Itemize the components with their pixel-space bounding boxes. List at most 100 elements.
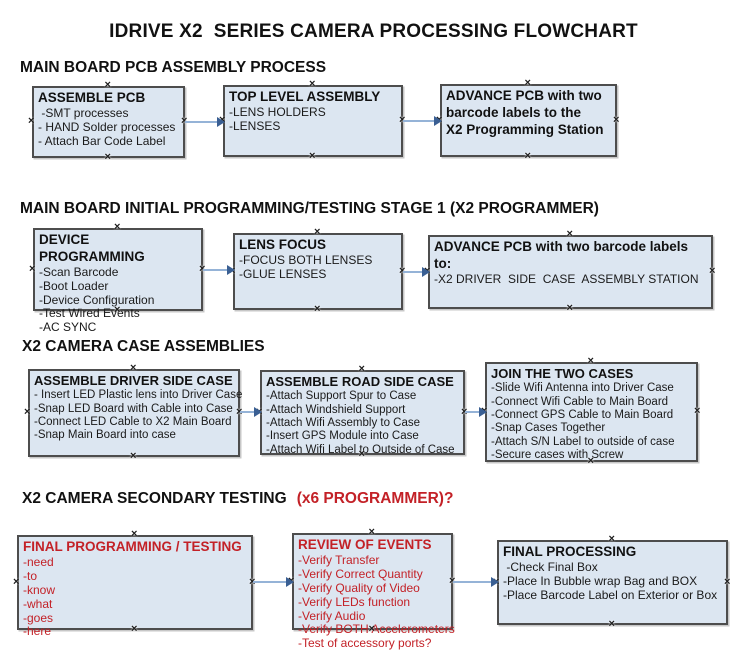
flow-arrow xyxy=(403,267,430,277)
flow-box-item: -LENS HOLDERS xyxy=(229,104,326,119)
flow-box-item: -Verify Transfer xyxy=(298,552,380,567)
flow-box-item: -SMT processes xyxy=(38,105,129,120)
flow-box-advance-pcb-driver-side-station: ADVANCE PCB with two barcode labels to: … xyxy=(424,228,715,314)
flow-box-item: -need xyxy=(23,554,54,569)
flow-box-title: DEVICE PROGRAMMING xyxy=(39,232,145,264)
flow-box-item: -LENSES xyxy=(229,118,281,133)
flow-box-assemble-pcb: ASSEMBLE PCB -SMT processes- HAND Solder… xyxy=(28,79,187,163)
flow-box-item: -Slide Wifi Antenna into Driver Case xyxy=(491,382,674,395)
section-heading-pcb-assembly: MAIN BOARD PCB ASSEMBLY PROCESS xyxy=(20,59,327,76)
flow-arrow xyxy=(465,407,487,417)
flow-box-item: -know xyxy=(23,582,56,597)
arrowhead-icon xyxy=(286,577,294,587)
arrowhead-icon xyxy=(479,407,487,417)
flow-arrow xyxy=(253,577,294,587)
flow-box-items: -Slide Wifi Antenna into Driver Case-Con… xyxy=(491,382,691,462)
flow-box-item: -Attach Support Spur to Case xyxy=(266,390,417,403)
flow-box-final-processing: FINAL PROCESSING -Check Final Box-Place … xyxy=(493,533,730,630)
flow-box-item: -Place In Bubble wrap Bag and BOX xyxy=(503,573,698,588)
flow-box-items: -need-to-know-what-goes-here xyxy=(23,554,246,639)
flow-box-item: -Attach Windshield Support xyxy=(266,403,406,416)
flow-box-top-level-assembly: TOP LEVEL ASSEMBLY -LENS HOLDERS-LENSES xyxy=(219,78,405,162)
flow-box-item: -goes xyxy=(23,610,54,625)
flow-box-item: -Verify LEDs function xyxy=(298,594,411,609)
flow-box-item: -Verify Audio xyxy=(298,608,366,623)
arrowhead-icon xyxy=(217,117,225,127)
flow-box-title: ADVANCE PCB with two barcode labels to: xyxy=(434,239,689,271)
flow-arrow xyxy=(403,116,442,126)
flow-arrow xyxy=(185,117,225,127)
flow-box-title: REVIEW OF EVENTS xyxy=(298,537,432,552)
flow-box-title: JOIN THE TWO CASES xyxy=(491,366,634,381)
flow-box-title: ASSEMBLE PCB xyxy=(38,90,146,105)
flow-box-assemble-driver-side-case: ASSEMBLE DRIVER SIDE CASE - Insert LED P… xyxy=(24,362,243,462)
flow-box-item: - HAND Solder processes xyxy=(38,119,176,134)
flow-box-item: -Snap LED Board with Cable into Case xyxy=(34,402,233,415)
flow-box-title: FINAL PROCESSING xyxy=(503,544,637,559)
flow-box-item: -Test Wired Events xyxy=(39,306,140,321)
arrowhead-icon xyxy=(254,407,262,417)
flow-box-items: -FOCUS BOTH LENSES-GLUE LENSES xyxy=(239,253,396,282)
flow-box-item: -to xyxy=(23,568,38,583)
flow-box-item: -X2 DRIVER SIDE CASE ASSEMBLY STATION xyxy=(434,271,699,286)
flow-box-item: -here xyxy=(23,624,52,639)
flow-box-item: -what xyxy=(23,596,53,611)
flow-box-items: - Insert LED Plastic lens into Driver Ca… xyxy=(34,389,243,442)
flow-box-title: TOP LEVEL ASSEMBLY xyxy=(229,89,381,104)
flow-box-item: -Insert GPS Module into Case xyxy=(266,430,419,443)
flow-box-item: -Connect GPS Cable to Main Board xyxy=(491,408,674,421)
flow-box-assemble-road-side-case: ASSEMBLE ROAD SIDE CASE -Attach Support … xyxy=(256,363,467,460)
flow-box-item: -Check Final Box xyxy=(503,559,598,574)
section-heading-red-part: (x6 PROGRAMMER)? xyxy=(296,490,454,507)
flow-box-item: -GLUE LENSES xyxy=(239,266,327,281)
flow-box-item: -Attach S/N Label to outside of case xyxy=(491,435,675,448)
flow-box-item: -Verify Correct Quantity xyxy=(298,566,423,581)
section-heading-black-part: X2 CAMERA SECONDARY TESTING xyxy=(22,490,287,507)
flow-box-items: -SMT processes- HAND Solder processes- A… xyxy=(38,105,178,149)
flow-box-items: -LENS HOLDERS-LENSES xyxy=(229,104,396,134)
flow-box-item: - Insert LED Plastic lens into Driver Ca… xyxy=(34,389,243,402)
flow-box-lens-focus: LENS FOCUS -FOCUS BOTH LENSES-GLUE LENSE… xyxy=(229,226,405,315)
section-heading-initial-programming: MAIN BOARD INITIAL PROGRAMMING/TESTING S… xyxy=(20,200,599,217)
flow-box-item: -AC SYNC xyxy=(39,320,97,335)
arrowhead-icon xyxy=(491,577,499,587)
flow-box-advance-pcb-programming-station: ADVANCE PCB with two barcode labels to t… xyxy=(436,77,619,162)
flow-box-device-programming: DEVICE PROGRAMMING -Scan Barcode-Boot Lo… xyxy=(29,221,205,334)
flow-box-item: -Attach Wifi Assembly to Case xyxy=(266,416,421,429)
flow-box-item: -Connect Wifi Cable to Main Board xyxy=(491,395,669,408)
flow-box-item: -Device Configuration xyxy=(39,292,155,307)
flow-box-item: -Boot Loader xyxy=(39,278,109,293)
flow-arrow xyxy=(203,265,235,275)
flow-box-join-the-two-cases: JOIN THE TWO CASES -Slide Wifi Antenna i… xyxy=(481,355,700,467)
flow-arrow xyxy=(240,407,262,417)
section-heading-case-assemblies: X2 CAMERA CASE ASSEMBLIES xyxy=(22,338,265,355)
flow-box-items: -Check Final Box-Place In Bubble wrap Ba… xyxy=(503,559,721,603)
flow-box-item: -Place Barcode Label on Exterior or Box xyxy=(503,587,718,602)
flow-arrow xyxy=(453,577,499,587)
flow-box-item: -Test of accessory ports? xyxy=(298,636,432,651)
flow-box-title: FINAL PROGRAMMING / TESTING xyxy=(23,539,242,554)
flow-box-item: -Scan Barcode xyxy=(39,264,119,279)
flow-box-item: -Secure cases with Screw xyxy=(491,448,624,461)
section-heading-secondary-testing: X2 CAMERA SECONDARY TESTING (x6 PROGRAMME… xyxy=(22,490,453,508)
flow-box-title: LENS FOCUS xyxy=(239,237,327,252)
flow-box-item: -Snap Cases Together xyxy=(491,422,606,435)
arrowhead-icon xyxy=(434,116,442,126)
flow-box-item: -Connect LED Cable to X2 Main Board xyxy=(34,415,232,428)
flow-box-title: ADVANCE PCB with two barcode labels to t… xyxy=(446,88,604,137)
flow-box-final-programming-testing: FINAL PROGRAMMING / TESTING -need-to-kno… xyxy=(13,528,255,638)
flow-box-item: - Attach Bar Code Label xyxy=(38,133,166,148)
flowchart-title: IDRIVE X2 SERIES CAMERA PROCESSING FLOWC… xyxy=(109,21,638,42)
flow-box-items: -Attach Support Spur to Case-Attach Wind… xyxy=(266,390,458,457)
flow-box-item: -Verify BOTH Accelerometers xyxy=(298,622,455,637)
flow-box-title: ASSEMBLE DRIVER SIDE CASE xyxy=(34,373,233,388)
arrowhead-icon xyxy=(227,265,235,275)
flow-box-items: -X2 DRIVER SIDE CASE ASSEMBLY STATION xyxy=(434,271,706,287)
flow-box-item: -Snap Main Board into case xyxy=(34,429,176,442)
arrowhead-icon xyxy=(422,267,430,277)
flow-box-items: -Scan Barcode-Boot Loader-Device Configu… xyxy=(39,264,196,336)
flow-box-items: -Verify Transfer-Verify Correct Quantity… xyxy=(298,552,455,651)
flow-box-title: ASSEMBLE ROAD SIDE CASE xyxy=(266,374,454,389)
flow-box-review-of-events: REVIEW OF EVENTS -Verify Transfer-Verify… xyxy=(288,526,455,650)
